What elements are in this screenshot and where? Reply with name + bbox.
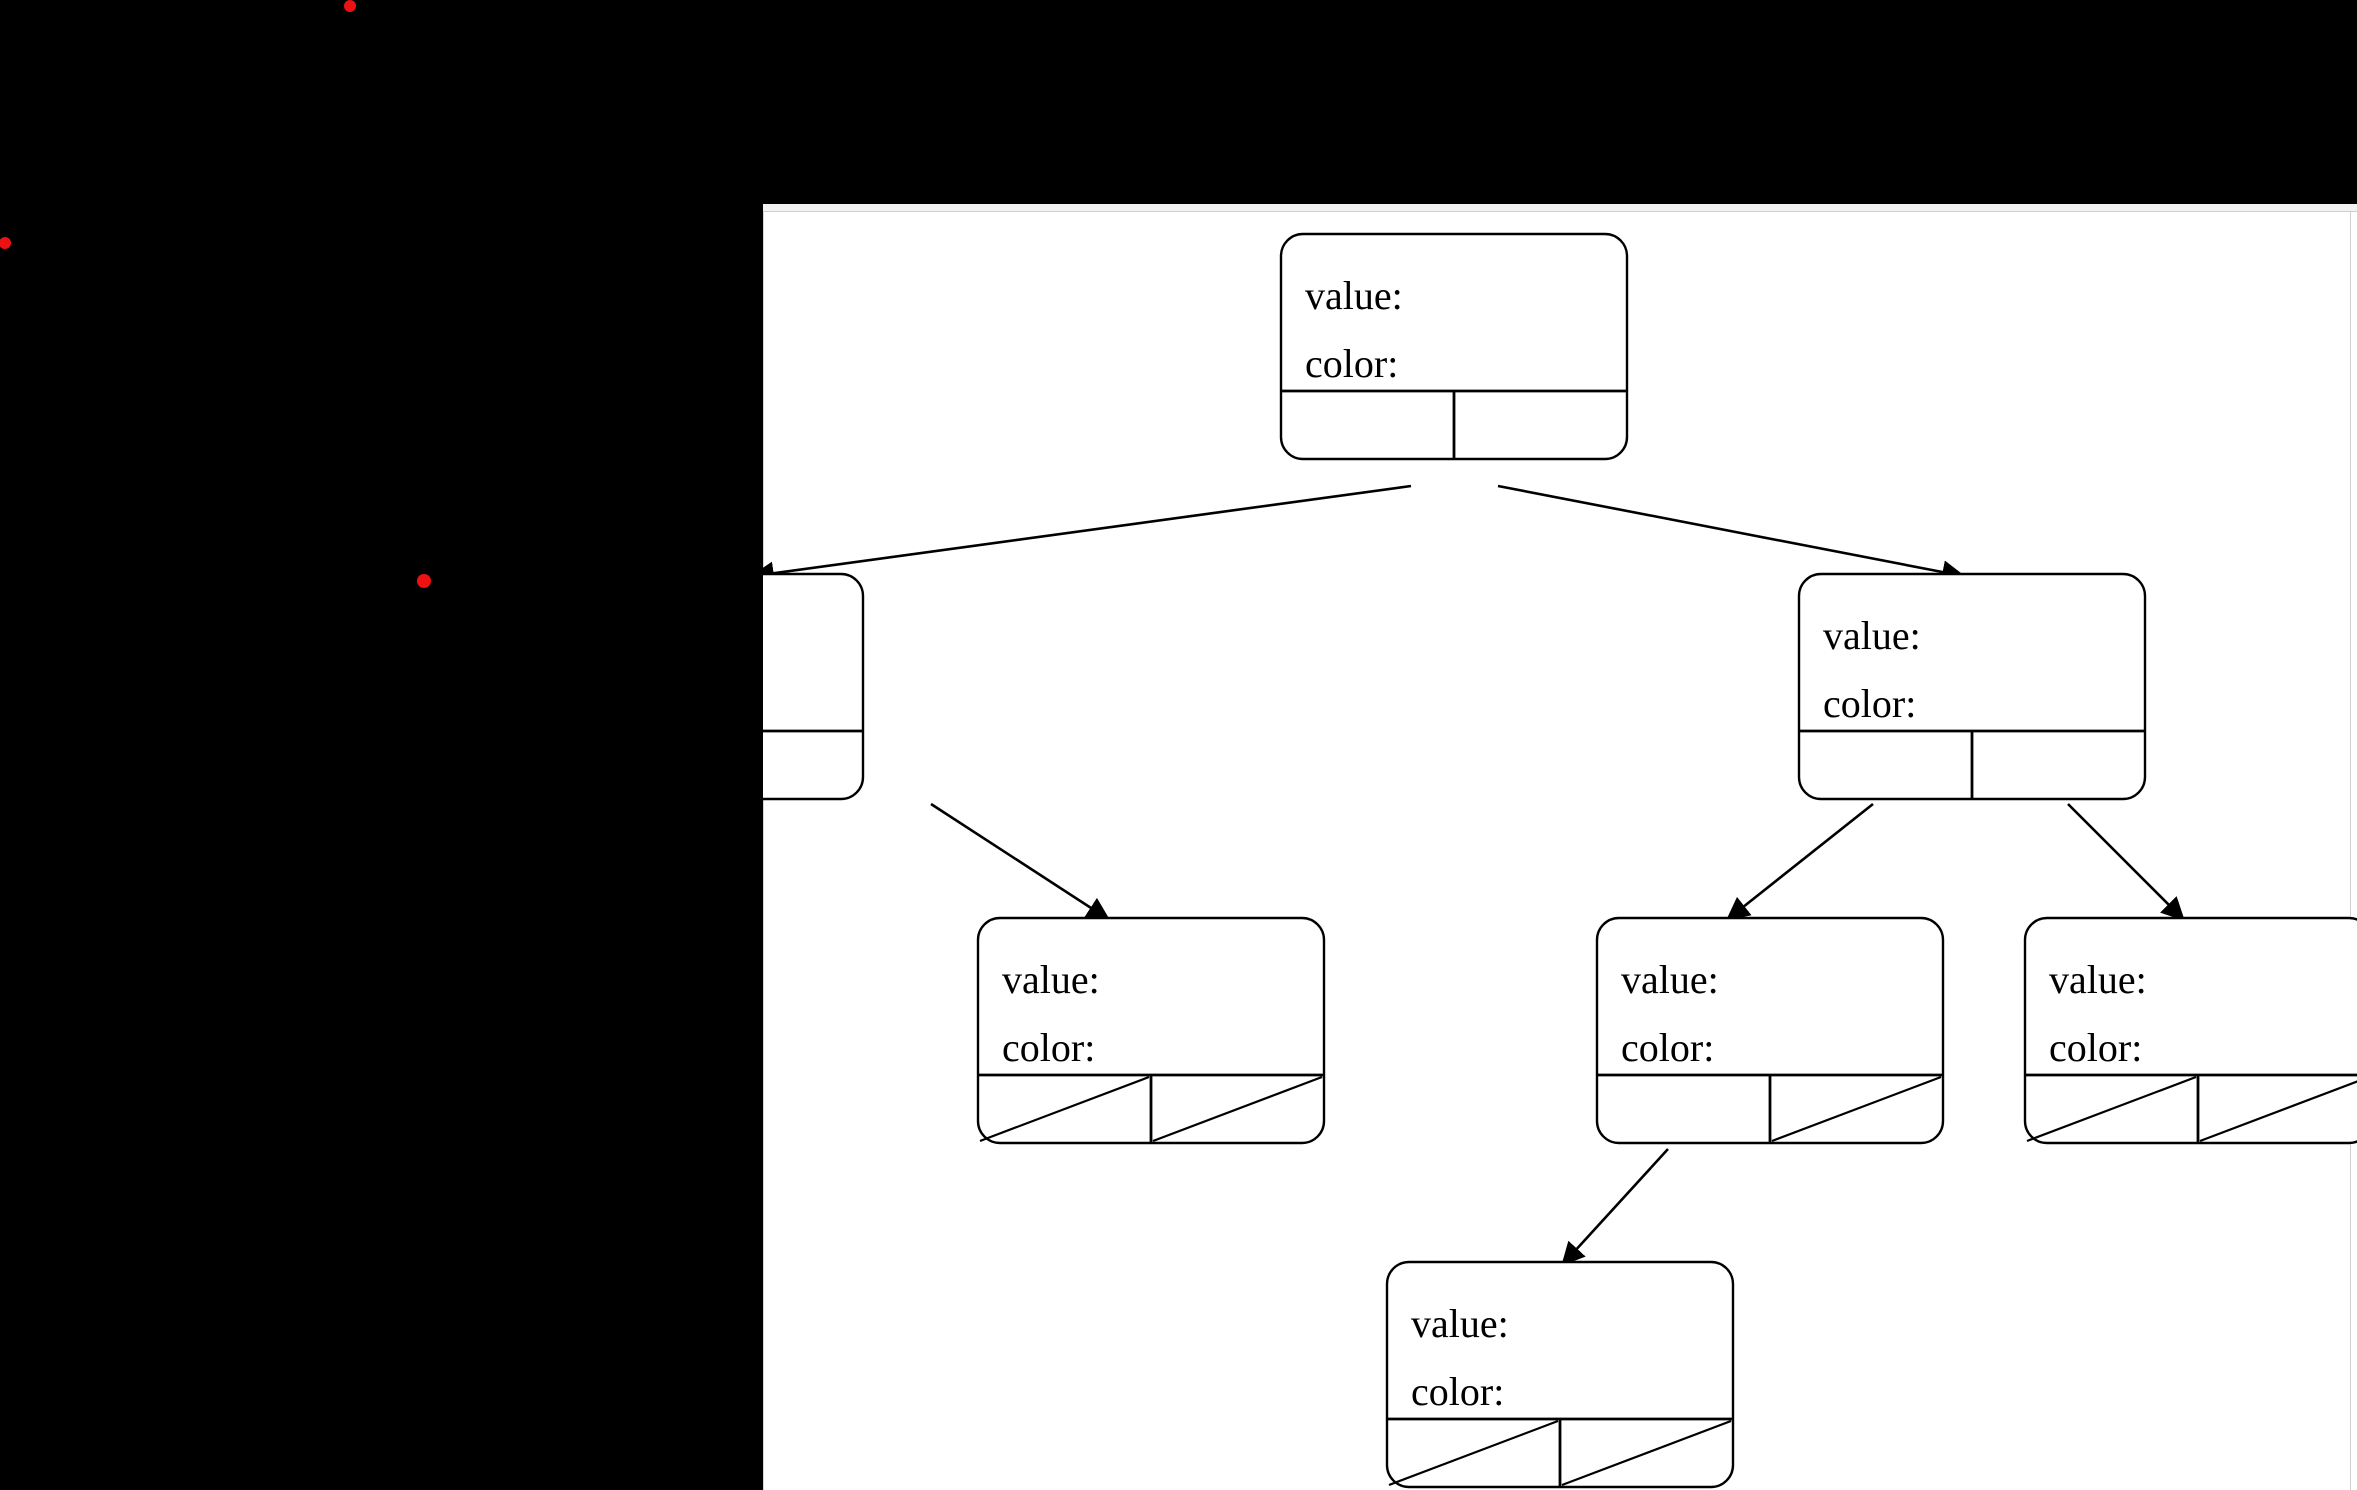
- tree-edge-root-right: [1497, 484, 1966, 584]
- node-color-label: color:: [1823, 681, 1917, 726]
- node-color-label: color:: [2049, 1025, 2143, 1070]
- null-pointer-slash-right: [1771, 1075, 1942, 1143]
- tree-nodes: [763, 232, 2357, 1489]
- tree-edge-n-right-right: [2067, 803, 2185, 921]
- node-value-label: value:: [2049, 957, 2147, 1002]
- node-value-label: value:: [1823, 613, 1921, 658]
- null-pointer-slash-right: [1561, 1419, 1732, 1487]
- node-color-label: color:: [1411, 1369, 1505, 1414]
- null-pointer-slash-right: [1152, 1075, 1323, 1143]
- node-value-label: value:: [1411, 1301, 1509, 1346]
- red-dot-marker: [344, 0, 356, 12]
- canvas-top-band: [763, 204, 2357, 212]
- null-pointer-slash-left: [2026, 1075, 2197, 1143]
- null-pointer-slash-left: [1388, 1419, 1559, 1487]
- node-value-label: value:: [1002, 957, 1100, 1002]
- node-value-label: value:: [1305, 273, 1403, 318]
- tree-edges: [763, 484, 2185, 1266]
- null-pointer-slash-right: [2199, 1080, 2357, 1143]
- diagram-canvas[interactable]: value: color: value: color: value: color: valu…: [763, 204, 2357, 1490]
- node-color-label: color:: [1305, 341, 1399, 386]
- red-dot-marker: [0, 237, 11, 249]
- null-pointer-slash-left: [979, 1075, 1150, 1143]
- canvas-left-rule: [763, 212, 764, 1490]
- tree-edge-n-right-left-left: [1561, 1148, 1669, 1266]
- canvas-right-scroll-rule[interactable]: [2350, 212, 2351, 1490]
- tree-edge-root-left: [763, 484, 1412, 585]
- tree-edge-n-right-left: [1725, 802, 1874, 921]
- red-dot-marker: [417, 574, 431, 588]
- tree-edge-n-left-right: [930, 802, 1111, 921]
- node-box[interactable]: [763, 572, 865, 801]
- node-color-label: color:: [1002, 1025, 1096, 1070]
- node-color-label: color:: [1621, 1025, 1715, 1070]
- tree-diagram-svg: [763, 232, 2357, 1489]
- node-value-label: value:: [1621, 957, 1719, 1002]
